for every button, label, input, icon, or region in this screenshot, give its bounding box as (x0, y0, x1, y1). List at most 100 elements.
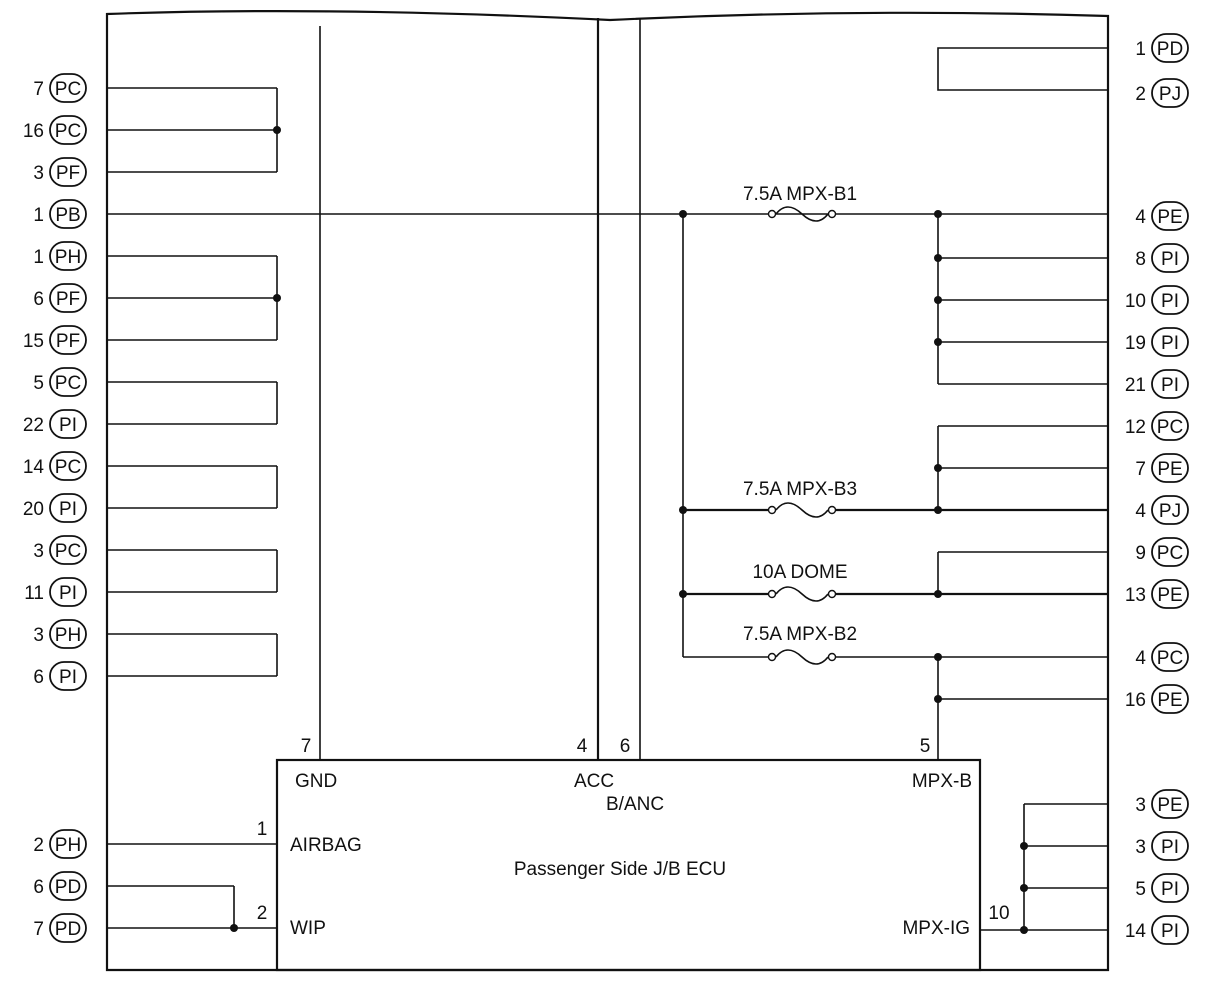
connector-pin: 5 (1135, 879, 1146, 900)
right-connector: PC4 (1135, 642, 1189, 672)
connector-pin: 4 (1135, 207, 1146, 228)
connector-pill (49, 199, 87, 229)
ecu-pin-mpx-ig: 10 (988, 903, 1009, 924)
ecu-pin-wip: 2 (257, 903, 268, 924)
fuse-label-mpx-b1: 7.5A MPX-B1 (743, 184, 857, 205)
connector-pill (1151, 285, 1189, 315)
connector-pill (1151, 411, 1189, 441)
connector-pin: 4 (1135, 501, 1146, 522)
connector-pin: 7 (1135, 459, 1146, 480)
junction-dot (1020, 842, 1028, 850)
fuse-dome (775, 586, 829, 602)
fuse-label-mpx-b3: 7.5A MPX-B3 (743, 479, 857, 500)
connector-code: PF (56, 289, 80, 310)
connector-pill (49, 367, 87, 397)
left-connector: PD6 (33, 871, 87, 901)
connector-pin: 2 (1135, 84, 1146, 105)
junction-dot (934, 590, 942, 598)
connector-pill (1151, 495, 1189, 525)
junction-dot (1020, 926, 1028, 934)
connector-pill (49, 73, 87, 103)
connector-code: PC (55, 541, 81, 562)
connector-pill (1151, 78, 1189, 108)
right-connector: PC9 (1135, 537, 1189, 567)
connector-code: PE (1157, 459, 1182, 480)
connector-pin: 1 (1135, 39, 1146, 60)
fuse-terminal (827, 505, 837, 515)
connector-pill (49, 871, 87, 901)
connector-code: PC (1157, 648, 1183, 669)
right-connector: PD 1 (1135, 33, 1189, 63)
connector-code: PE (1157, 690, 1182, 711)
connector-pin: 6 (33, 289, 44, 310)
connector-code: PC (55, 121, 81, 142)
right-connector: PE 7 (1135, 453, 1189, 483)
ecu-box (275, 758, 982, 972)
fuse-label-dome: 10A DOME (752, 562, 847, 583)
connector-pin: 8 (1135, 249, 1146, 270)
connector-pin: 7 (33, 919, 44, 940)
ecu-pin-banc: 6 (620, 736, 631, 757)
connector-pill (49, 115, 87, 145)
junction-dot (679, 210, 687, 218)
fuse-terminal (827, 652, 837, 662)
junction-dot (934, 338, 942, 346)
connector-code: PI (1161, 291, 1179, 312)
fuse-symbols (767, 206, 837, 665)
right-connector: PE3 (1135, 789, 1189, 819)
connector-pill (49, 577, 87, 607)
right-connector: PE4 (1135, 201, 1189, 231)
connector-pill (49, 661, 87, 691)
connector-code: PI (1161, 333, 1179, 354)
connector-pin: 15 (23, 331, 44, 352)
left-connector: PB1 (33, 199, 87, 229)
ecu-terminal-mpx-ig: MPX-IG (902, 918, 970, 939)
connector-pill (49, 913, 87, 943)
fuse-terminal (827, 589, 837, 599)
jumper-wire (937, 47, 1108, 91)
left-connector: PC3 (33, 535, 87, 565)
connector-code: PF (56, 331, 80, 352)
left-connectors: PC7PC16PF3PB1PH1PF6PF15PC5PI22PC14PI20PC… (23, 73, 87, 943)
connector-code: PC (55, 79, 81, 100)
connector-pill (1151, 642, 1189, 672)
junction-dot (230, 924, 238, 932)
connector-pill (49, 451, 87, 481)
junction-dot (934, 464, 942, 472)
junction-dot (1020, 884, 1028, 892)
connector-code: PI (59, 499, 77, 520)
fuse-mpx-b1 (775, 206, 829, 222)
connector-code: PI (1161, 879, 1179, 900)
junction-block-outline (105, 9, 1110, 972)
connector-code: PI (1161, 375, 1179, 396)
connector-code: PI (59, 415, 77, 436)
connector-pin: 1 (33, 247, 44, 268)
connector-code: PC (1157, 543, 1183, 564)
connector-pin: 6 (33, 877, 44, 898)
connector-pill (49, 325, 87, 355)
junction-dot (273, 126, 281, 134)
fuse-mpx-b2 (775, 649, 829, 665)
connector-code: PE (1157, 585, 1182, 606)
connector-code: PD (1157, 39, 1183, 60)
junction-dot (679, 506, 687, 514)
connector-pill (1151, 369, 1189, 399)
connector-pill (1151, 789, 1189, 819)
right-connector: PI3 (1135, 831, 1189, 861)
ecu-terminal-gnd: GND (295, 771, 337, 792)
fuse-terminal (767, 652, 777, 662)
connector-code: PC (55, 373, 81, 394)
right-connector: PJ2 (1135, 78, 1189, 108)
connector-pill (49, 619, 87, 649)
right-connector: PJ4 (1135, 495, 1189, 525)
connector-code: PI (1161, 249, 1179, 270)
junction-dot (679, 590, 687, 598)
junction-dot (934, 506, 942, 514)
